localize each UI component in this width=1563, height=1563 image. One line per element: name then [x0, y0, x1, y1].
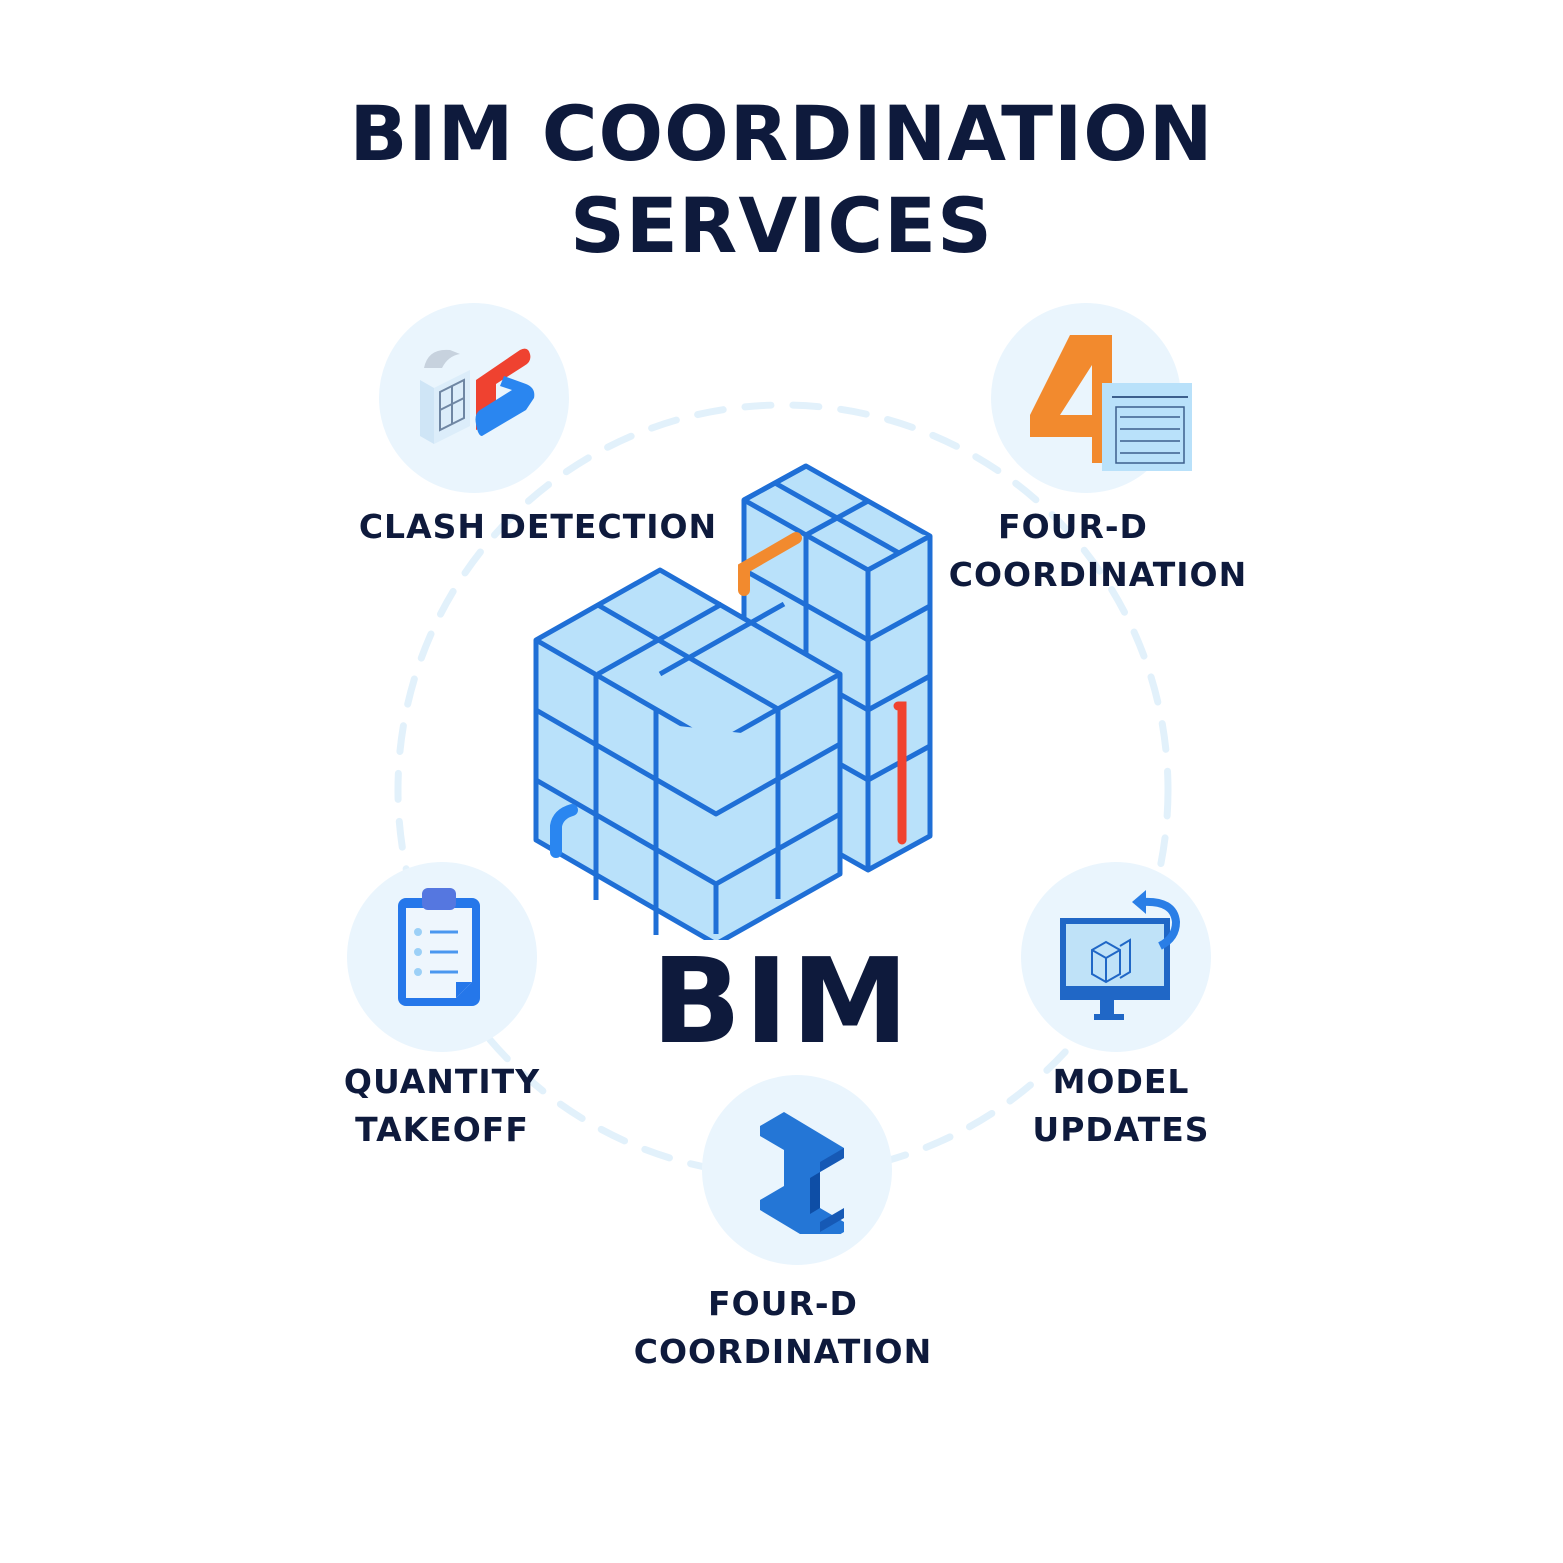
- clash-detection-icon: [420, 348, 535, 444]
- service-label-line-1: FOUR-D: [998, 507, 1148, 546]
- service-label-line-1: MODEL: [1052, 1062, 1190, 1101]
- service-label-line-2: COORDINATION: [948, 555, 1248, 594]
- service-clash-detection: CLASH DETECTION: [340, 503, 736, 551]
- steel-beam-icon: [760, 1112, 844, 1234]
- isometric-building-model-icon: [533, 463, 933, 940]
- page-title-line-2: SERVICES: [570, 181, 993, 270]
- service-label-line-2: UPDATES: [1032, 1110, 1210, 1149]
- service-quantity-takeoff: QUANTITY TAKEOFF: [300, 1058, 584, 1154]
- center-bim-label: BIM: [651, 932, 912, 1070]
- clash-detection-badge: [379, 303, 569, 493]
- monitor-refresh-icon: [1060, 890, 1181, 1020]
- page-title-line-1: BIM COORDINATION: [349, 89, 1214, 178]
- service-model-updates: MODEL UPDATES: [990, 1058, 1252, 1154]
- service-label: CLASH DETECTION: [358, 507, 718, 546]
- four-d-schedule-icon: [1030, 335, 1192, 471]
- service-four-d-top: FOUR-D COORDINATION: [920, 503, 1276, 599]
- service-four-d-bottom: FOUR-D COORDINATION: [590, 1280, 976, 1376]
- service-label-line-1: QUANTITY: [343, 1062, 541, 1101]
- clipboard-icon: [398, 888, 480, 1006]
- service-label-line-2: TAKEOFF: [355, 1110, 529, 1149]
- service-label-line-2: COORDINATION: [633, 1332, 933, 1371]
- service-label-line-1: FOUR-D: [708, 1284, 858, 1323]
